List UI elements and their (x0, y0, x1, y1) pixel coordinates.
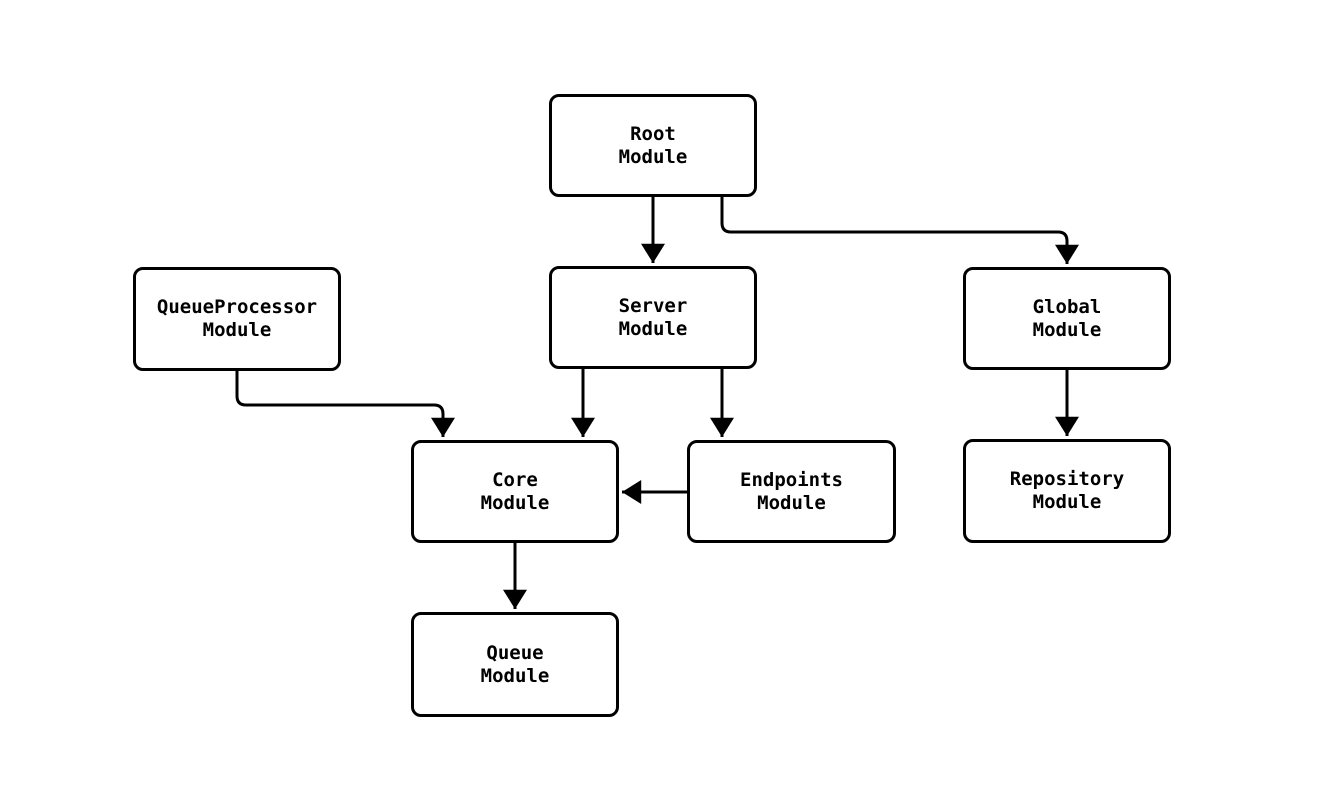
edge-group (235, 197, 1079, 609)
node-repository-module: Repository Module (963, 439, 1171, 543)
node-root-module: Root Module (549, 94, 757, 197)
node-server-module: Server Module (549, 266, 757, 369)
edge-root-to-global (720, 197, 1079, 264)
node-queueprocessor-module: QueueProcessor Module (133, 267, 341, 371)
node-endpoints-module: Endpoints Module (687, 440, 896, 543)
edge-queueprocessor-to-core (235, 371, 455, 437)
node-core-module: Core Module (411, 440, 619, 543)
node-queue-module: Queue Module (411, 612, 619, 717)
node-global-module: Global Module (963, 267, 1171, 370)
